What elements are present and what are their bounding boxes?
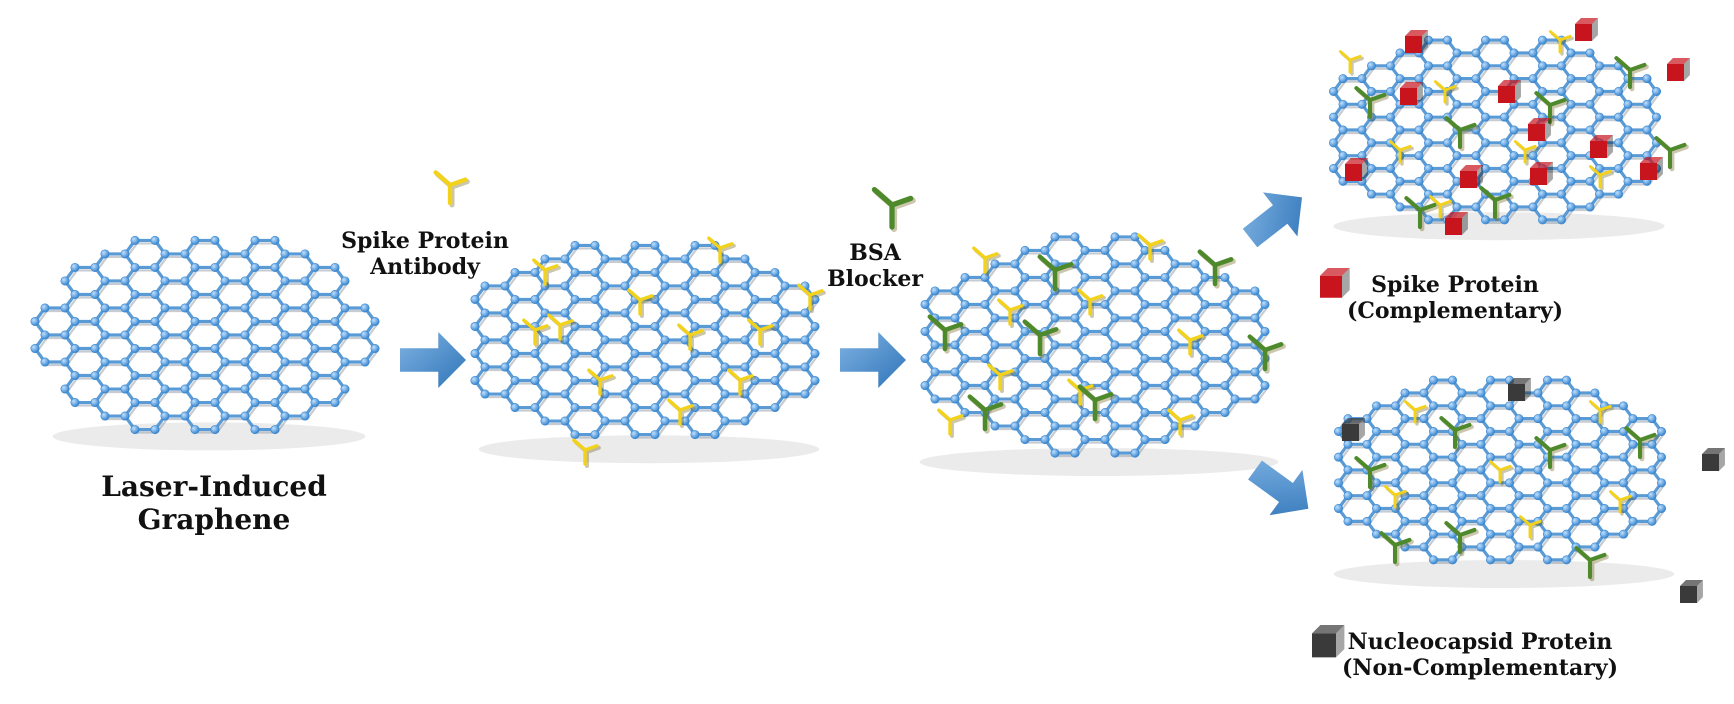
bsa-icon — [927, 314, 966, 354]
nucleocapsid-protein-label: Nucleocapsid Protein (Non-Complementary) — [1340, 629, 1620, 682]
bsa-icon — [1534, 436, 1569, 472]
antibody-icon — [1383, 485, 1409, 511]
antibody-icon — [707, 236, 736, 266]
nucleocapsid-protein-icon — [1342, 418, 1365, 441]
spike-protein-icon — [1320, 268, 1350, 298]
spike-protein-icon — [1575, 18, 1598, 41]
bsa-icon — [1439, 416, 1474, 452]
antibody-icon — [937, 408, 966, 438]
antibody-icon — [1548, 30, 1574, 56]
spike-protein-icon — [1590, 135, 1613, 158]
antibody-icon — [972, 246, 1001, 276]
spike-protein-icon — [1530, 162, 1553, 185]
arrow-icon-step3a — [1242, 192, 1303, 248]
spike-protein-icon — [1528, 118, 1551, 141]
bsa-icon — [1534, 91, 1569, 127]
spike-protein-label: Spike Protein (Complementary) — [1335, 272, 1575, 325]
spike-protein-icon — [1345, 158, 1368, 181]
bsa-icon — [1037, 254, 1076, 294]
bsa-icon — [871, 186, 916, 233]
graphene-sheet-nucleocapsid — [1333, 375, 1675, 588]
spike-protein-icon — [1405, 30, 1428, 53]
lig-label-line2: Graphene — [137, 503, 291, 537]
spike-antibody-label-line2: Antibody — [370, 253, 480, 280]
antibody-icon — [677, 323, 706, 353]
nucleocapsid-protein-label-line1: Nucleocapsid Protein — [1347, 629, 1613, 655]
antibody-icon — [797, 283, 826, 313]
antibody-icon — [522, 318, 551, 348]
bsa-blocker-label: BSA Blocker — [820, 240, 930, 293]
nucleocapsid-protein-icon — [1312, 625, 1345, 658]
antibody-icon — [747, 318, 776, 348]
nucleocapsid-protein-icon — [1680, 580, 1703, 603]
antibody-icon — [987, 363, 1016, 393]
spike-antibody-label-line1: Spike Protein — [341, 228, 509, 254]
bsa-icon — [1247, 334, 1286, 374]
lig-label: Laser-Induced Graphene — [64, 470, 364, 536]
antibody-icon — [1513, 140, 1539, 166]
graphene-sheet-antibody — [470, 240, 820, 464]
spike-protein-icon — [1640, 157, 1663, 180]
antibody-icon — [1488, 460, 1514, 486]
antibody-icon — [532, 258, 561, 288]
bsa-icon — [1379, 531, 1414, 567]
arrow-icon-step2 — [840, 332, 906, 388]
antibody-icon — [997, 298, 1026, 328]
antibody-icon — [627, 288, 656, 318]
nucleocapsid-protein-icon — [1702, 448, 1725, 471]
antibody-icon — [1177, 328, 1206, 358]
antibody-icon — [1588, 400, 1614, 426]
spike-protein-icon — [1667, 58, 1690, 81]
antibody-icon — [1403, 400, 1429, 426]
spike-protein-icon — [1460, 165, 1483, 188]
bsa-icon — [1444, 116, 1479, 152]
antibody-icon — [1338, 50, 1364, 76]
spike-protein-label-line2: (Complementary) — [1346, 297, 1564, 324]
antibody-icon — [1388, 140, 1414, 166]
antibody-icon — [547, 313, 576, 343]
nucleocapsid-protein-icon — [1508, 378, 1531, 401]
antibody-icon — [572, 438, 601, 468]
bsa-icon — [1574, 546, 1609, 582]
bsa-blocker-label-line2: Blocker — [827, 265, 923, 292]
antibody-icon — [1167, 408, 1196, 438]
spike-protein-icon — [1445, 212, 1468, 235]
antibody-icon — [1137, 233, 1166, 263]
bsa-blocker-label-line1: BSA — [849, 240, 901, 266]
bsa-icon — [1479, 186, 1514, 222]
antibody-icon — [1433, 80, 1459, 106]
antibody-icon — [1428, 195, 1454, 221]
antibody-icon — [1588, 165, 1614, 191]
bsa-icon — [1197, 249, 1236, 289]
bsa-icon — [1354, 456, 1389, 492]
spike-protein-icon — [1400, 82, 1423, 105]
spike-protein-icon — [1498, 80, 1521, 103]
antibody-icon — [1608, 490, 1634, 516]
graphene-sheet-bare — [30, 235, 380, 451]
lig-label-line1: Laser-Induced — [101, 470, 327, 503]
bsa-icon — [1624, 426, 1659, 462]
bsa-icon — [1444, 521, 1479, 557]
bsa-icon — [1404, 196, 1439, 232]
antibody-icon — [433, 170, 470, 208]
bsa-icon — [1614, 56, 1649, 92]
antibody-icon — [587, 368, 616, 398]
nucleocapsid-protein-label-line2: (Non-Complementary) — [1342, 654, 1618, 681]
bsa-icon — [1022, 319, 1061, 359]
arrow-icon-step1 — [400, 332, 466, 388]
bsa-icon — [1654, 136, 1689, 172]
graphene-sheet-bsa — [919, 232, 1279, 476]
bsa-icon — [1354, 86, 1389, 122]
antibody-icon — [727, 368, 756, 398]
spike-protein-label-line1: Spike Protein — [1371, 272, 1539, 298]
antibody-icon — [667, 398, 696, 428]
spike-antibody-label: Spike Protein Antibody — [330, 228, 520, 281]
antibody-icon — [1077, 288, 1106, 318]
bsa-icon — [1077, 384, 1116, 424]
arrow-icon-step3b — [1248, 460, 1309, 516]
antibody-icon — [1518, 515, 1544, 541]
bsa-icon — [967, 394, 1006, 434]
